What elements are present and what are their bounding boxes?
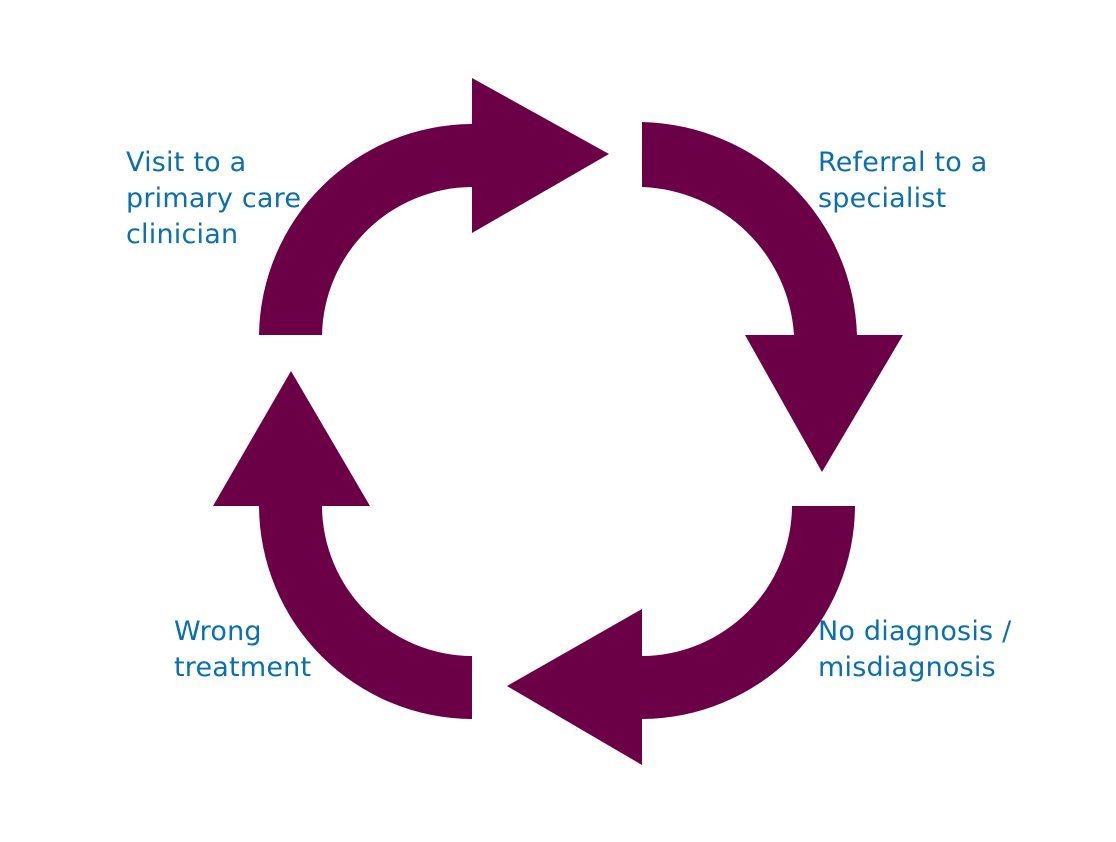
step-label-visit: Visit to a primary care clinician — [126, 147, 302, 250]
step-label-diagnosis: No diagnosis / misdiagnosis — [818, 616, 1012, 683]
arrow-referral-to-diagnosis — [642, 122, 903, 472]
arrow-diagnosis-to-treatment — [507, 506, 855, 765]
step-label-treatment: Wrong treatment — [174, 616, 312, 683]
step-label-referral: Referral to a specialist — [818, 147, 988, 214]
arrow-visit-to-referral — [259, 78, 609, 335]
arrow-treatment-to-visit — [213, 371, 472, 719]
